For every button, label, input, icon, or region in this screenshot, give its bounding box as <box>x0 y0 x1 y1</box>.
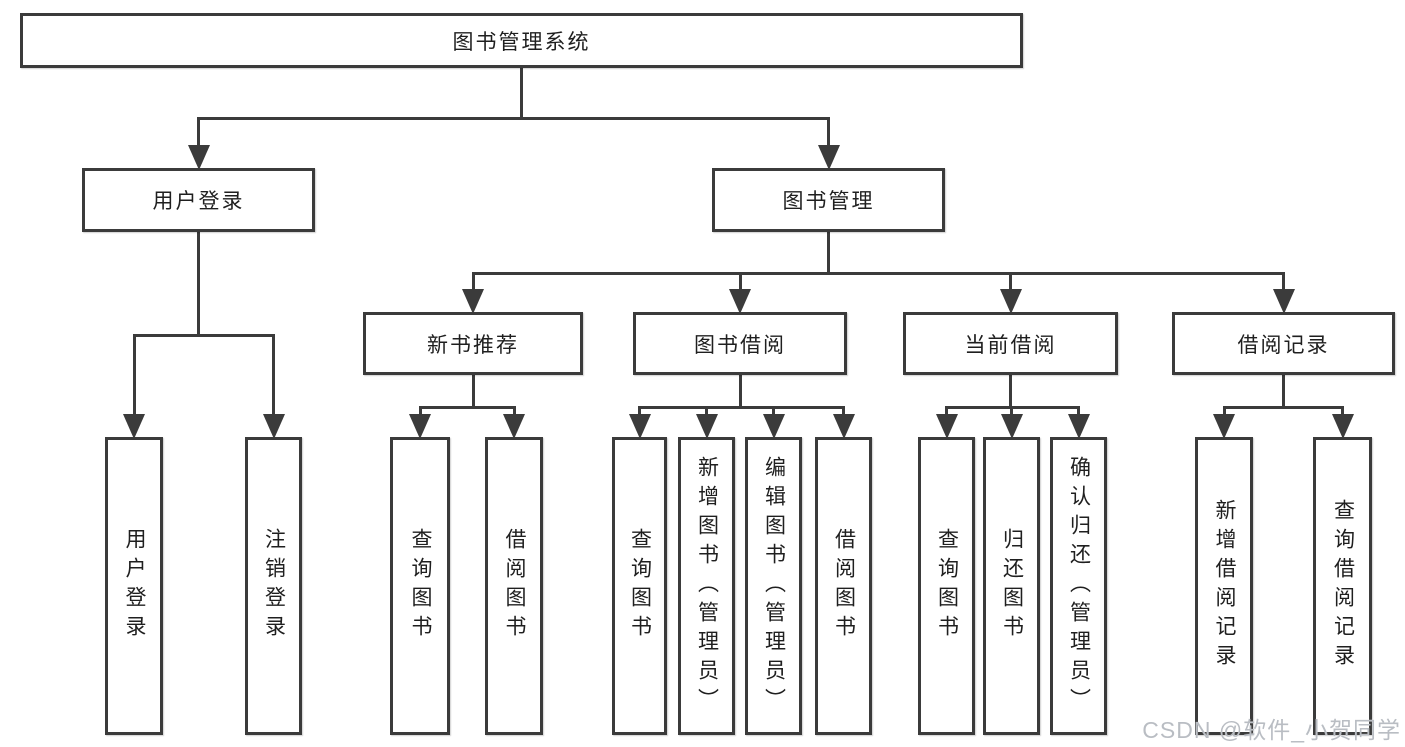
node-label: 借阅记录 <box>1237 333 1330 357</box>
arrow-down-icon <box>729 289 751 314</box>
node-book-mgmt: 图书管理 <box>712 168 945 232</box>
arrow-down-icon <box>762 414 785 439</box>
node-leaf-add-record: 新增借阅记录 <box>1195 437 1253 735</box>
csdn-watermark: CSDN @软件_小贺同学 <box>1142 717 1401 743</box>
node-label: 新增借阅记录 <box>1213 499 1236 673</box>
node-leaf-add-book: 新增图书（管理员） <box>678 437 735 735</box>
connector-line-vertical <box>418 407 422 415</box>
connector-line-vertical <box>1282 273 1285 290</box>
arrow-down-icon <box>817 145 840 170</box>
arrow-down-icon <box>262 414 285 439</box>
node-user-login: 用户登录 <box>82 168 315 232</box>
node-label: 图书管理 <box>782 190 875 213</box>
node-label: 用户登录 <box>152 190 245 213</box>
node-label: 借阅图书 <box>503 528 526 644</box>
arrow-down-icon <box>1331 414 1354 439</box>
connector-line-vertical <box>1010 407 1013 415</box>
node-leaf-edit-book: 编辑图书（管理员） <box>745 437 802 735</box>
connector-line-vertical <box>705 407 708 415</box>
node-book-borrow: 图书借阅 <box>633 312 847 375</box>
connector-line-vertical <box>520 68 523 118</box>
node-leaf-borrow-book-2: 借阅图书 <box>815 437 872 735</box>
connector-line-vertical <box>1077 407 1080 415</box>
node-leaf-confirm-return: 确认归还（管理员） <box>1050 437 1107 735</box>
connector-line-vertical <box>827 118 830 146</box>
arrow-down-icon <box>123 414 145 439</box>
node-label: 确认归还（管理员） <box>1067 455 1091 717</box>
node-leaf-query-record: 查询借阅记录 <box>1313 437 1372 735</box>
connector-line-horizontal <box>638 405 845 409</box>
connector-line-vertical <box>738 273 742 290</box>
arrow-down-icon <box>1213 414 1235 439</box>
arrow-down-icon <box>695 414 718 439</box>
node-label: 新书推荐 <box>427 333 519 357</box>
connector-line-vertical <box>945 407 948 415</box>
connector-line-vertical <box>272 335 275 415</box>
connector-line-horizontal <box>197 116 830 120</box>
connector-line-vertical <box>471 375 475 407</box>
connector-line-horizontal <box>418 405 516 409</box>
connector-line-vertical <box>471 273 475 290</box>
node-borrow-records: 借阅记录 <box>1172 312 1395 375</box>
connector-line-vertical <box>197 232 200 335</box>
arrow-down-icon <box>832 414 855 439</box>
arrow-down-icon <box>1000 414 1023 439</box>
connector-line-vertical <box>842 407 845 415</box>
arrow-down-icon <box>187 145 210 170</box>
connector-line-vertical <box>197 118 200 146</box>
node-label: 查询图书 <box>409 528 432 644</box>
node-label: 用户登录 <box>123 528 146 644</box>
connector-line-vertical <box>1341 407 1344 415</box>
connector-line-horizontal <box>132 333 275 337</box>
node-leaf-query-book-3: 查询图书 <box>918 437 975 735</box>
node-new-book-rec: 新书推荐 <box>363 312 583 375</box>
node-leaf-borrow-book-1: 借阅图书 <box>485 437 543 735</box>
node-leaf-query-book-2: 查询图书 <box>612 437 667 735</box>
node-label: 查询图书 <box>628 528 652 644</box>
node-leaf-user-login: 用户登录 <box>105 437 163 735</box>
connector-line-vertical <box>1282 375 1285 407</box>
node-label: 借阅图书 <box>832 528 856 644</box>
connector-line-horizontal <box>1222 405 1344 409</box>
node-label: 编辑图书（管理员） <box>762 455 786 717</box>
arrow-down-icon <box>1067 414 1090 439</box>
node-leaf-query-book-1: 查询图书 <box>390 437 450 735</box>
node-label: 图书管理系统 <box>452 30 591 54</box>
node-label: 查询借阅记录 <box>1331 499 1355 673</box>
node-leaf-logout: 注销登录 <box>245 437 302 735</box>
arrow-down-icon <box>628 414 651 439</box>
arrow-down-icon <box>503 414 525 439</box>
arrow-down-icon <box>1272 289 1295 314</box>
node-label: 新增图书（管理员） <box>695 455 719 717</box>
node-current-borrow: 当前借阅 <box>903 312 1118 375</box>
arrow-down-icon <box>409 414 431 439</box>
arrow-down-icon <box>935 414 958 439</box>
connector-line-vertical <box>638 407 641 415</box>
arrow-down-icon <box>999 289 1022 314</box>
connector-line-vertical <box>827 232 830 273</box>
node-label: 注销登录 <box>262 528 286 644</box>
connector-line-vertical <box>132 335 136 415</box>
node-label: 图书借阅 <box>694 333 786 357</box>
connector-line-vertical <box>1009 375 1012 407</box>
connector-line-vertical <box>738 375 742 407</box>
node-label: 当前借阅 <box>964 333 1057 357</box>
node-leaf-return-book: 归还图书 <box>983 437 1040 735</box>
node-root: 图书管理系统 <box>20 13 1023 68</box>
connector-line-horizontal <box>471 271 1285 275</box>
node-label: 归还图书 <box>1000 528 1024 644</box>
connector-line-vertical <box>512 407 516 415</box>
connector-line-vertical <box>1222 407 1226 415</box>
node-label: 查询图书 <box>935 528 959 644</box>
connector-line-vertical <box>1009 273 1012 290</box>
connector-line-vertical <box>772 407 775 415</box>
arrow-down-icon <box>462 289 484 314</box>
